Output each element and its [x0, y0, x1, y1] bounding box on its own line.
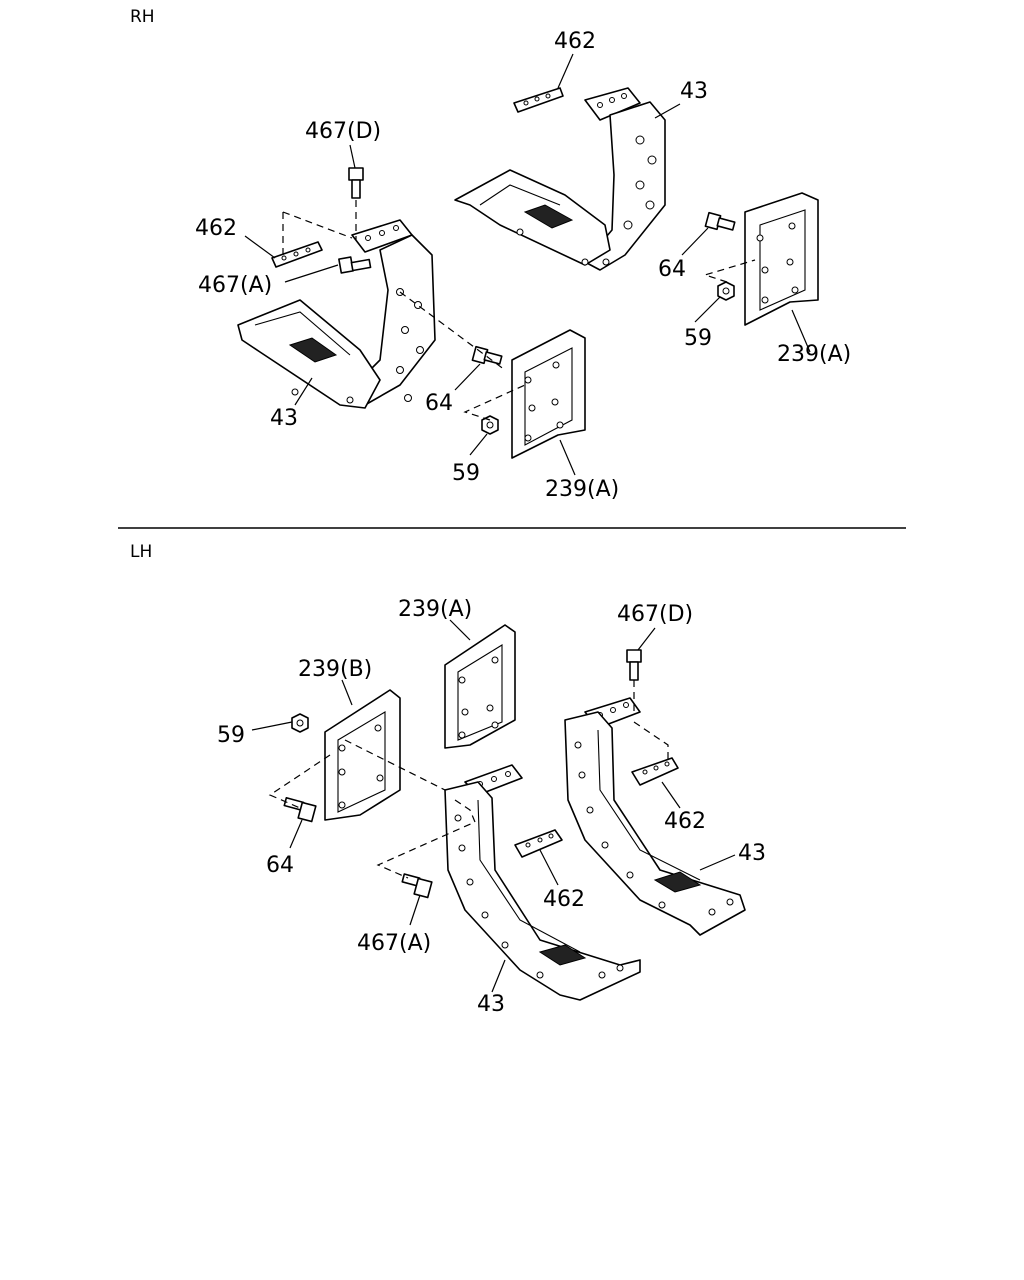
rh-callout-64-mid: 64: [425, 391, 453, 416]
lh-callout-462-right: 462: [664, 809, 706, 834]
lh-bolt-467a: [401, 873, 433, 899]
lh-callout-467a: 467(A): [357, 931, 431, 956]
rh-cover-239a-right: [744, 192, 819, 326]
rh-callout-462-top: 462: [554, 29, 596, 54]
lh-callout-239b: 239(B): [298, 657, 372, 682]
rh-callout-43-top: 43: [680, 79, 708, 104]
lh-callout-467d: 467(D): [617, 602, 693, 627]
lh-cover-239b: [324, 689, 401, 821]
rh-bolt-467d: [348, 167, 364, 199]
rh-bracket-43-upper: [454, 87, 666, 271]
rh-bolt-64-mid: [471, 345, 503, 365]
lh-plate-462-mid: [514, 829, 563, 858]
lh-callout-239a: 239(A): [398, 597, 472, 622]
rh-callout-59-right: 59: [684, 326, 712, 351]
rh-callout-239a-mid: 239(A): [545, 477, 619, 502]
rh-nut-59-right: [717, 281, 735, 301]
rh-callout-239a-right: 239(A): [777, 342, 851, 367]
rh-plate-462-top: [513, 87, 564, 113]
lh-bolt-64: [283, 797, 317, 823]
rh-callout-59-mid: 59: [452, 461, 480, 486]
lh-callout-59: 59: [217, 723, 245, 748]
lh-callout-462-mid: 462: [543, 887, 585, 912]
rh-bolt-64-right: [704, 211, 736, 231]
lh-callout-64: 64: [266, 853, 294, 878]
lh-callout-43-right: 43: [738, 841, 766, 866]
rh-callout-467a: 467(A): [198, 273, 272, 298]
lh-leaders: [251, 619, 736, 993]
rh-nut-59-mid: [481, 415, 499, 435]
rh-dash-bolt-mid: [399, 291, 506, 371]
lh-bracket-43-bottom: [444, 764, 641, 1001]
section-label-lh: LH: [130, 542, 152, 562]
section-label-rh: RH: [130, 7, 155, 27]
rh-callout-462-left: 462: [195, 216, 237, 241]
lh-plate-462-right: [631, 757, 679, 786]
lh-bolt-467d: [626, 649, 642, 681]
lh-nut-59: [291, 713, 309, 733]
lh-dash-467a: [376, 799, 476, 879]
lh-bracket-43-right: [564, 697, 746, 936]
rh-plate-462-left: [271, 241, 323, 268]
rh-dash-462: [282, 211, 353, 258]
rh-cover-239a-mid: [511, 329, 586, 459]
rh-callout-43-bottom: 43: [270, 406, 298, 431]
rh-callout-467d: 467(D): [305, 119, 381, 144]
lh-dash-462-right: [633, 721, 669, 760]
lh-cover-239a: [444, 624, 516, 749]
rh-bracket-43-lower: [237, 219, 436, 409]
rh-leaders: [244, 53, 811, 476]
lh-dash-bolt-64: [268, 754, 331, 809]
rh-bolt-467a: [338, 256, 372, 274]
lh-callout-43-bottom: 43: [477, 992, 505, 1017]
rh-dash-nut-mid: [463, 384, 526, 421]
lh-dash-239b: [344, 739, 446, 791]
rh-callout-64-right: 64: [658, 257, 686, 282]
